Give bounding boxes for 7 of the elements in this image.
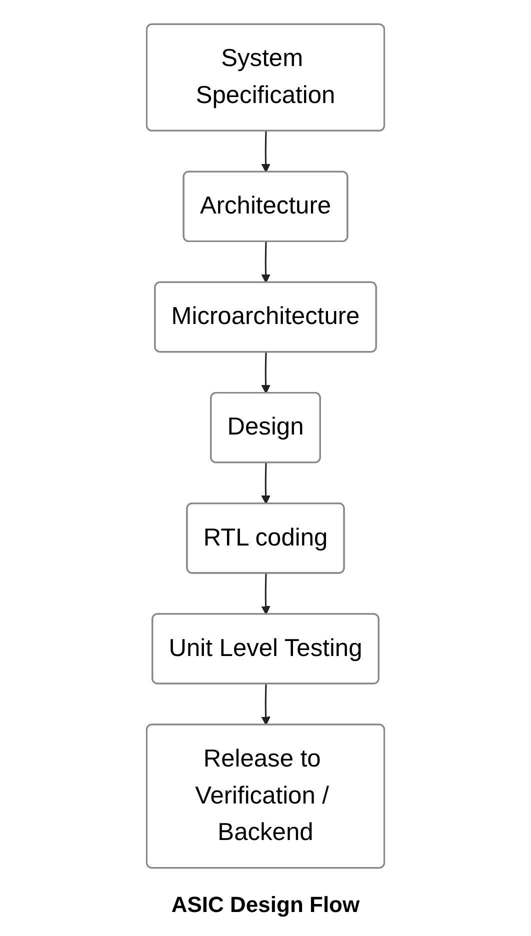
arrow xyxy=(261,573,270,615)
arrow xyxy=(261,131,270,173)
arrow xyxy=(261,242,270,284)
arrow xyxy=(261,352,270,394)
arrow xyxy=(261,684,270,726)
arrow xyxy=(261,462,270,504)
caption: ASIC Design Flow xyxy=(171,892,360,918)
